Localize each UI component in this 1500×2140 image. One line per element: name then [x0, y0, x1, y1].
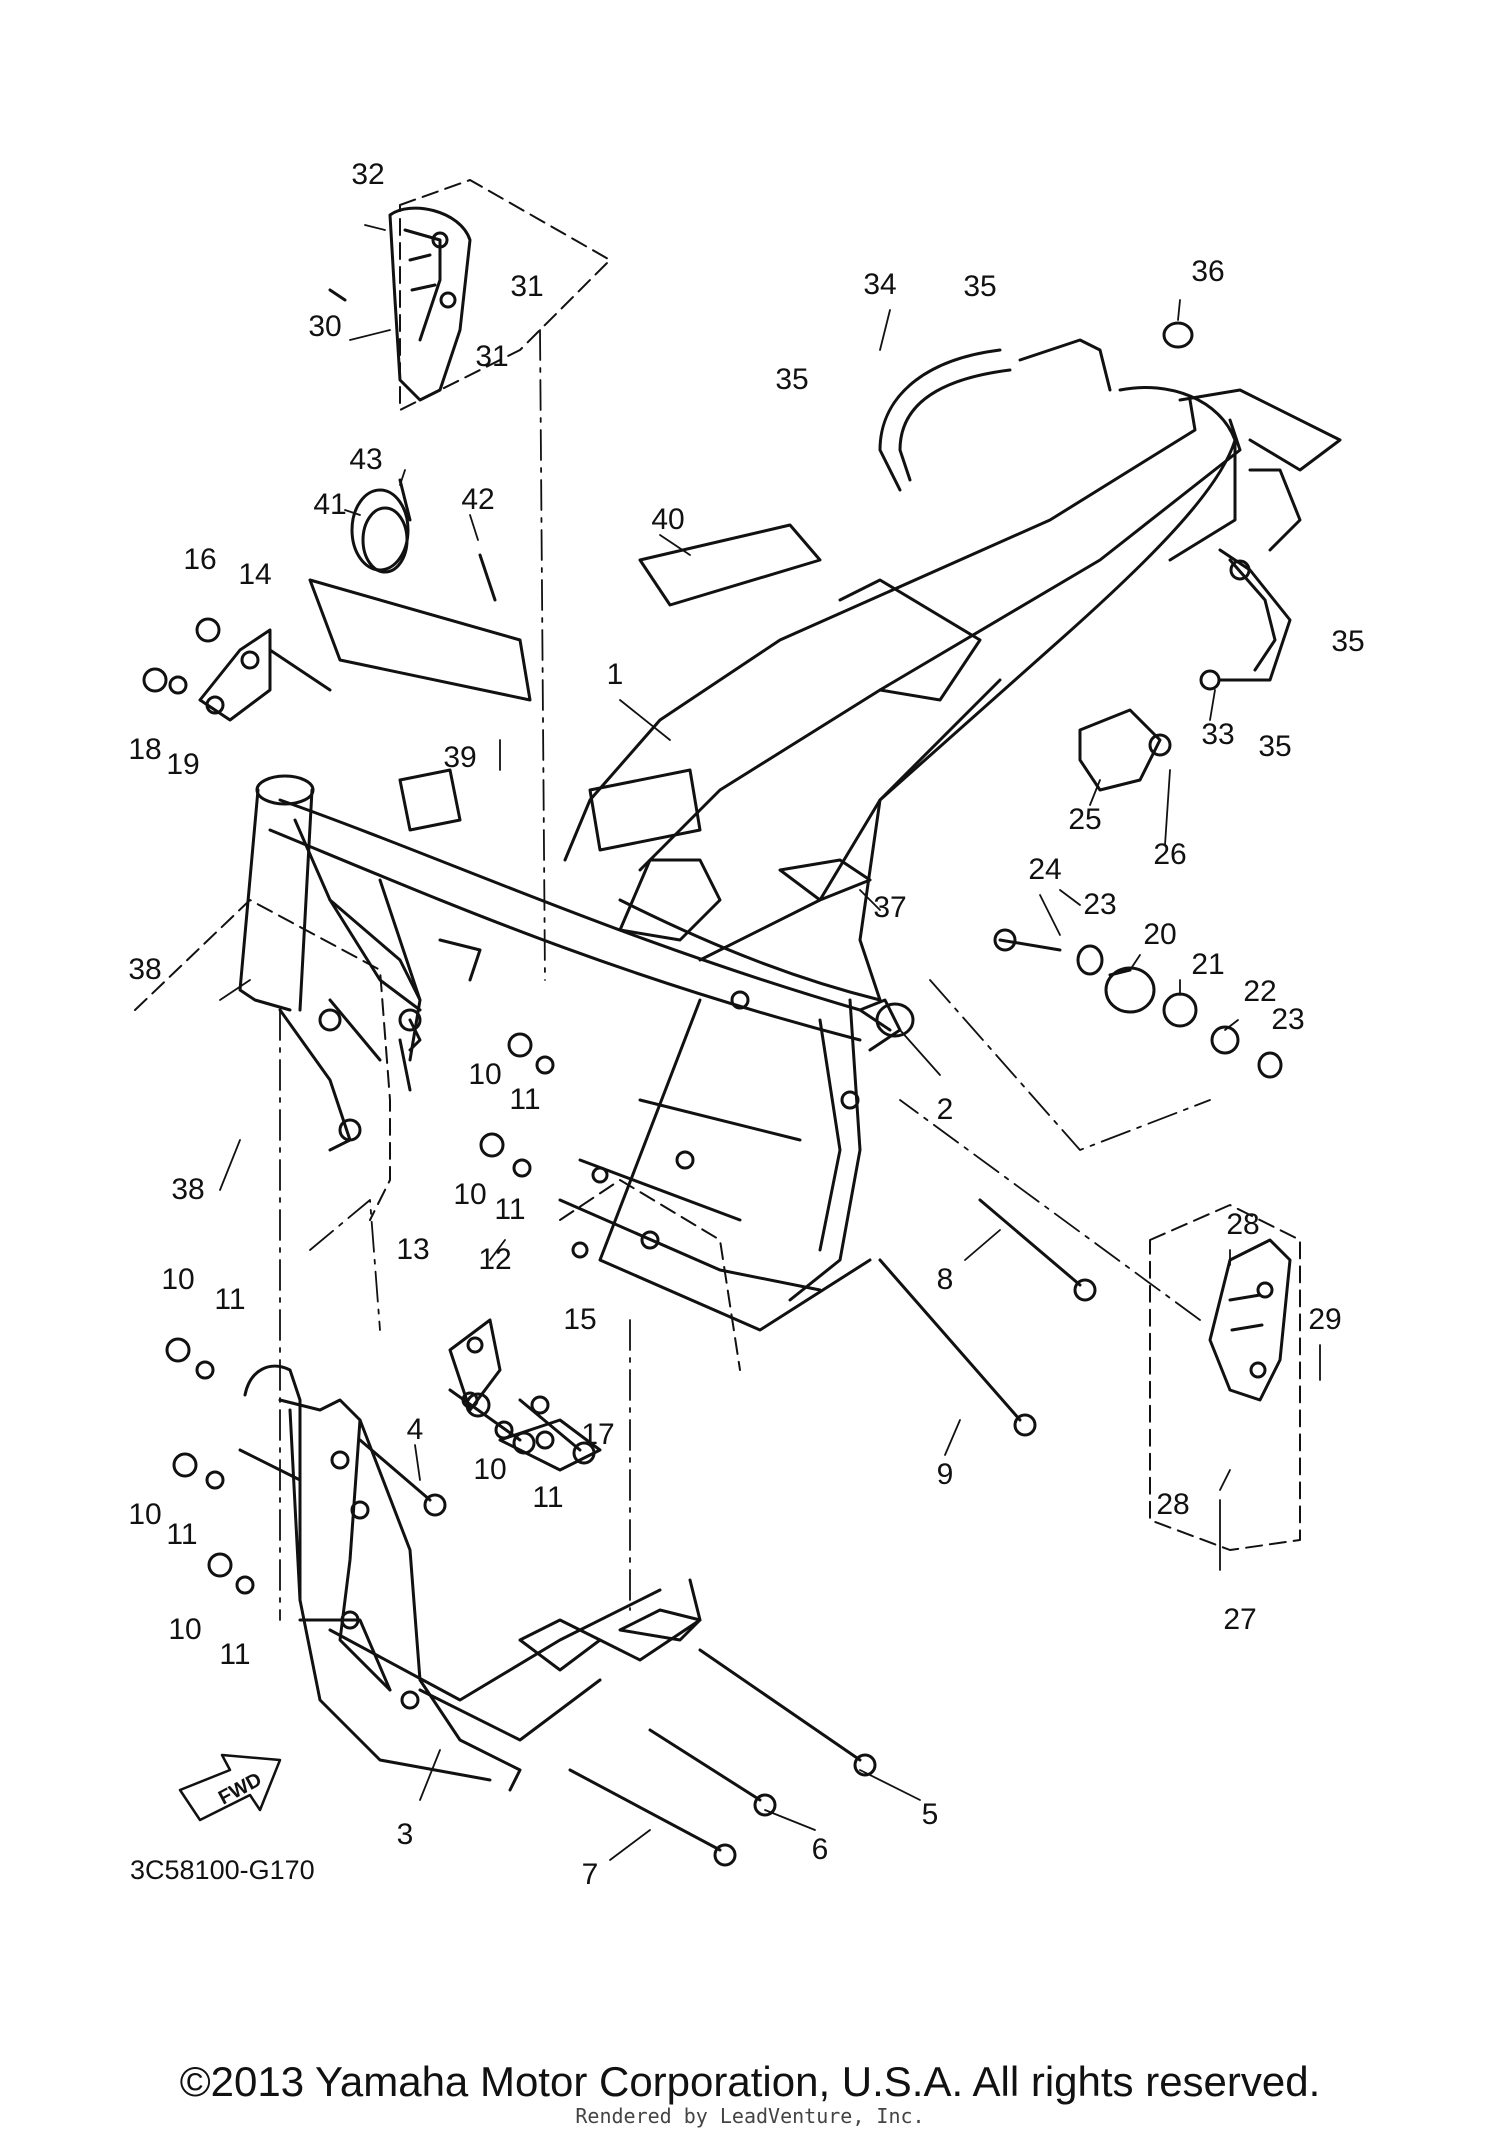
nuts-and-washers-drawing [142, 617, 555, 1595]
callout-3: 3 [396, 1818, 414, 1851]
left-side-cover-drawing [388, 206, 472, 402]
callout-6: 6 [811, 1833, 829, 1866]
callout-5: 5 [921, 1798, 939, 1831]
callout-32: 32 [351, 158, 385, 191]
callout-2: 2 [936, 1093, 954, 1126]
callout-7: 7 [581, 1858, 599, 1891]
callout-26: 26 [1153, 838, 1187, 871]
callout-35: 35 [775, 363, 809, 396]
callout-29: 29 [1308, 1303, 1342, 1336]
callout-42: 42 [461, 483, 495, 516]
callout-11: 11 [532, 1481, 564, 1514]
callout-10: 10 [468, 1058, 502, 1091]
fwd-arrow-icon [178, 1753, 282, 1822]
callout-10: 10 [128, 1498, 162, 1531]
callout-11: 11 [494, 1193, 526, 1226]
callout-19: 19 [166, 748, 200, 781]
callout-17: 17 [581, 1418, 615, 1451]
callout-21: 21 [1191, 948, 1225, 981]
callout-11: 11 [509, 1083, 541, 1116]
steering-head-drawing [238, 774, 482, 1152]
callout-8: 8 [936, 1263, 954, 1296]
callout-16: 16 [183, 543, 217, 576]
callout-38: 38 [128, 953, 162, 986]
callout-10: 10 [453, 1178, 487, 1211]
callout-4: 4 [406, 1413, 424, 1446]
callout-11: 11 [219, 1638, 251, 1671]
right-side-cover-drawing [1208, 1238, 1292, 1402]
callout-23: 23 [1083, 888, 1117, 921]
callout-35: 35 [1258, 730, 1292, 763]
leader-lines [279, 329, 1211, 1621]
callout-38: 38 [171, 1173, 205, 1206]
misc-parts-drawing [308, 288, 1194, 902]
callout-31: 31 [510, 270, 544, 303]
callout-11: 11 [166, 1518, 198, 1551]
callout-36: 36 [1191, 255, 1225, 288]
callout-10: 10 [161, 1263, 195, 1296]
callout-41: 41 [313, 488, 347, 521]
callout-35: 35 [1331, 625, 1365, 658]
group-boxes [134, 179, 1301, 1551]
callout-33: 33 [1201, 718, 1235, 751]
callout-28: 28 [1156, 1488, 1190, 1521]
callout-12: 12 [478, 1243, 512, 1276]
callout-20: 20 [1143, 918, 1177, 951]
callout-34: 34 [863, 268, 897, 301]
callout-9: 9 [936, 1458, 954, 1491]
callout-15: 15 [563, 1303, 597, 1336]
copyright-notice: ©2013 Yamaha Motor Corporation, U.S.A. A… [179, 2058, 1321, 2105]
callout-14: 14 [238, 558, 272, 591]
callout-leaders [219, 224, 1321, 1861]
callout-27: 27 [1223, 1603, 1257, 1636]
grab-bars-drawing [878, 348, 1292, 691]
callout-23: 23 [1271, 1003, 1305, 1036]
callout-28: 28 [1226, 1208, 1260, 1241]
callout-13: 13 [396, 1233, 430, 1266]
drawing-code: 3C58100-G170 [130, 1855, 315, 1885]
callout-43: 43 [349, 443, 383, 476]
main-frame-drawing [268, 338, 1342, 1332]
callout-18: 18 [128, 733, 162, 766]
callout-35: 35 [963, 270, 997, 303]
callout-40: 40 [651, 503, 685, 536]
callout-11: 11 [214, 1283, 246, 1316]
callout-25: 25 [1068, 803, 1102, 836]
callout-39: 39 [443, 741, 477, 774]
callout-10: 10 [168, 1613, 202, 1646]
callout-10: 10 [473, 1453, 507, 1486]
callout-24: 24 [1028, 853, 1062, 886]
callout-1: 1 [606, 658, 624, 691]
callout-30: 30 [308, 310, 342, 343]
front-downtube-drawing [238, 1364, 702, 1792]
rendered-by-credit: Rendered by LeadVenture, Inc. [575, 2104, 925, 2128]
callout-37: 37 [873, 891, 907, 924]
callout-31: 31 [475, 340, 509, 373]
brackets-drawing [198, 628, 502, 1412]
callout-22: 22 [1243, 975, 1277, 1008]
